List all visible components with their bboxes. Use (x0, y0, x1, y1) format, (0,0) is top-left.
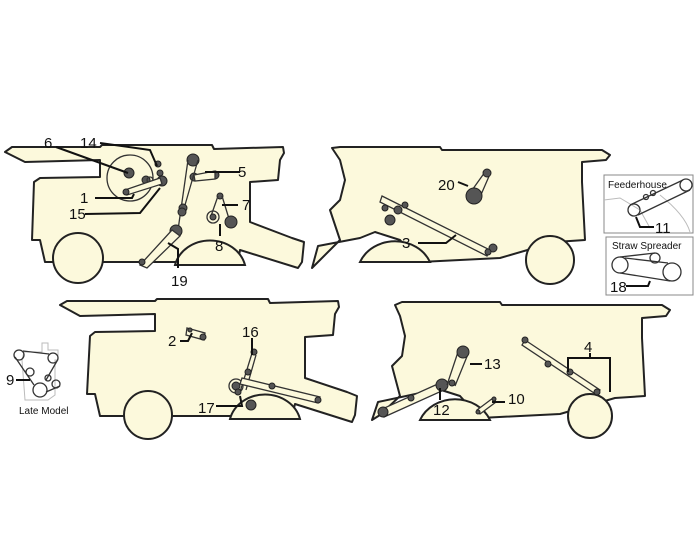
inset-straw-spreader: Straw Spreader 18 (605, 236, 694, 296)
label-6: 6 (44, 135, 52, 152)
combine-bottom-left (59, 298, 358, 440)
inset-late-model: 9 Late Model (6, 342, 68, 417)
combine-top-left (4, 144, 305, 284)
label-8: 8 (215, 238, 223, 255)
feederhouse-caption: Feederhouse (608, 180, 667, 191)
combine-top-right (311, 146, 611, 285)
leader-2 (180, 332, 193, 342)
combine-bottom-right (371, 301, 671, 439)
label-11: 11 (655, 220, 671, 237)
late-model-caption: Late Model (19, 406, 68, 417)
leaders-top-left (55, 142, 240, 268)
label-9: 9 (6, 372, 14, 389)
label-14: 14 (80, 135, 97, 152)
label-7: 7 (242, 197, 250, 214)
label-20: 20 (438, 177, 455, 194)
leader-17 (216, 395, 244, 407)
straw-spreader-caption: Straw Spreader (612, 241, 682, 252)
label-15: 15 (69, 206, 86, 223)
leader-20 (457, 181, 469, 187)
label-10: 10 (508, 391, 525, 408)
label-16: 16 (242, 324, 259, 341)
label-17: 17 (198, 400, 215, 417)
label-19: 19 (171, 273, 188, 290)
label-13: 13 (484, 356, 501, 373)
inset-feederhouse: Feederhouse 11 (603, 174, 694, 237)
label-4: 4 (584, 339, 592, 356)
label-2: 2 (168, 333, 176, 350)
leader-3 (418, 234, 457, 244)
label-5: 5 (238, 164, 246, 181)
leader-4 (567, 353, 611, 392)
label-1: 1 (80, 190, 88, 207)
label-3: 3 (402, 235, 410, 252)
label-18: 18 (610, 279, 627, 296)
label-12: 12 (433, 402, 450, 419)
